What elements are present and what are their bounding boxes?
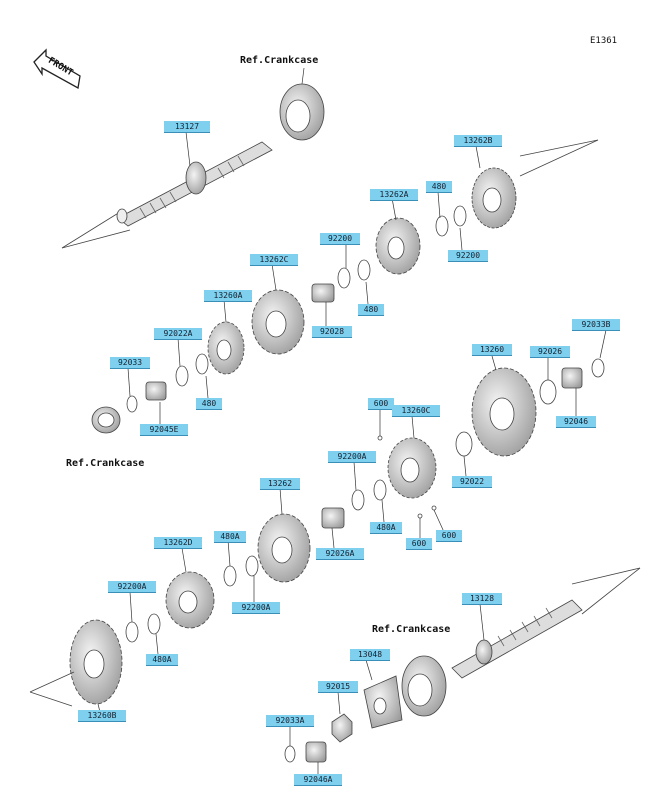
part-label[interactable]: 13128 bbox=[462, 593, 502, 605]
part-label[interactable]: 13260A bbox=[204, 290, 252, 302]
part-label[interactable]: 92200 bbox=[448, 250, 488, 262]
part-label[interactable]: 600 bbox=[436, 530, 462, 542]
part-label[interactable]: 92045E bbox=[140, 424, 188, 436]
part-label[interactable]: 92200A bbox=[232, 602, 280, 614]
part-label[interactable]: 92022A bbox=[154, 328, 202, 340]
part-label[interactable]: 13260B bbox=[78, 710, 126, 722]
part-label[interactable]: 480A bbox=[146, 654, 178, 666]
part-label[interactable]: 13048 bbox=[350, 649, 390, 661]
part-label[interactable]: 13260 bbox=[472, 344, 512, 356]
part-label[interactable]: 92033A bbox=[266, 715, 314, 727]
part-label[interactable]: 92200A bbox=[108, 581, 156, 593]
figure-id: E1361 bbox=[590, 36, 618, 46]
part-label[interactable]: 92033 bbox=[110, 357, 150, 369]
part-label[interactable]: 480 bbox=[196, 398, 222, 410]
ref-crankcase-left: Ref.Crankcase bbox=[66, 458, 145, 469]
part-label[interactable]: 480A bbox=[370, 522, 402, 534]
ref-crankcase-top: Ref.Crankcase bbox=[240, 55, 319, 66]
part-label[interactable]: 92046 bbox=[556, 416, 596, 428]
part-label[interactable]: 92033B bbox=[572, 319, 620, 331]
part-label[interactable]: 92200A bbox=[328, 451, 376, 463]
part-label[interactable]: 13262C bbox=[250, 254, 298, 266]
part-label[interactable]: 13262A bbox=[370, 189, 418, 201]
part-label[interactable]: 480 bbox=[358, 304, 384, 316]
part-label[interactable]: 13262B bbox=[454, 135, 502, 147]
part-label[interactable]: 92046A bbox=[294, 774, 342, 786]
part-label[interactable]: 92026A bbox=[316, 548, 364, 560]
part-label[interactable]: 92200 bbox=[320, 233, 360, 245]
part-label[interactable]: 13260C bbox=[392, 405, 440, 417]
part-label[interactable]: 480A bbox=[214, 531, 246, 543]
ref-crankcase-bottom: Ref.Crankcase bbox=[372, 624, 451, 635]
part-label[interactable]: 13262D bbox=[154, 537, 202, 549]
part-label[interactable]: 13262 bbox=[260, 478, 300, 490]
front-arrow-icon: FRONT bbox=[33, 48, 81, 90]
part-label[interactable]: 480 bbox=[426, 181, 452, 193]
part-label[interactable]: 92022 bbox=[452, 476, 492, 488]
part-label[interactable]: 600 bbox=[406, 538, 432, 550]
part-label[interactable]: 92026 bbox=[530, 346, 570, 358]
part-label[interactable]: 13127 bbox=[164, 121, 210, 133]
part-label[interactable]: 92015 bbox=[318, 681, 358, 693]
part-label[interactable]: 92028 bbox=[312, 326, 352, 338]
part-label[interactable]: 600 bbox=[368, 398, 394, 410]
